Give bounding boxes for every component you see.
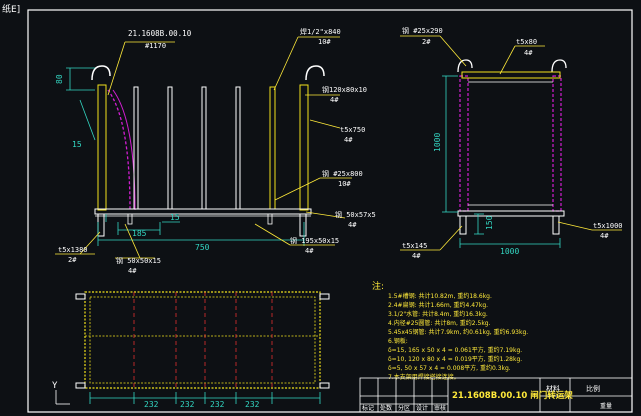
note-line-6: 6.钢板:: [388, 337, 408, 345]
side-dim-150: 150: [485, 215, 494, 230]
side-right-hook: [551, 59, 567, 73]
note-line-1: 1.5#槽钢: 共计10.82m, 重约18.6kg.: [388, 292, 492, 300]
side-label-top: 钢 #25x290: [402, 26, 443, 35]
side-label-right-top-qty: 4#: [524, 49, 533, 57]
front-base-beam: [94, 208, 312, 215]
pipe-side-label: t5x750: [340, 126, 365, 134]
corner-label: 纸E]: [2, 3, 20, 15]
tube-top-label: 焊1/2"x840: [300, 27, 341, 36]
title-bottom-right: 重量: [600, 402, 612, 410]
side-left-post: [459, 75, 469, 212]
side-dim-1000-h: 1000: [500, 247, 519, 256]
dim-15: 15: [170, 213, 180, 222]
bar-bot-label: 钢 195x50x15: [290, 236, 339, 245]
side-view: 1000 1000 150 钢 #25x290 2# t5x80 4# t5x1…: [400, 26, 623, 260]
front-left-post: [97, 84, 107, 211]
front-view: 80 15 185 15 750 21.1608B.00.10 #1170 焊1…: [55, 27, 376, 275]
note-line-7: δ=15, 165 x 50 x 4 = 0.061平方, 重约7.19kg.: [388, 346, 522, 354]
top-outer-frame: [84, 291, 321, 389]
dim-80: 80: [55, 74, 64, 84]
rect-mid-qty: 10#: [338, 180, 351, 188]
front-left-sheet: [107, 89, 131, 211]
pipe-side-qty: 4#: [344, 136, 353, 144]
front-left-hook: [91, 65, 111, 81]
side-top-plate: [461, 71, 561, 79]
top-dim-2: 232: [180, 400, 195, 409]
side-label-top-qty: 2#: [422, 38, 431, 46]
title-row-label-5: 审核: [434, 404, 446, 412]
note-line-8: δ=10, 120 x 80 x 4 = 0.019平方, 重约1.28kg.: [388, 355, 522, 363]
title-row-label-3: 分区: [398, 404, 410, 412]
side-left-hook: [457, 59, 473, 73]
left-bot-label: t5x1380: [58, 246, 88, 254]
front-leaders: [55, 36, 352, 259]
angle-bot-label: 钢 50x57x5: [335, 210, 376, 219]
note-line-9: δ=5, 50 x 57 x 4 = 0.008平方, 重约0.3kg.: [388, 364, 511, 372]
title-col-scale: 比例: [586, 384, 600, 393]
title-row-label-1: 标记: [362, 404, 374, 412]
part-id-label: 21.1608B.00.10: [128, 29, 192, 38]
note-line-4: 4.内径#25圆管: 共计8m, 重约2.5kg.: [388, 319, 491, 327]
top-red-gridlines: [133, 292, 273, 388]
side-label-bottom-left-qty: 4#: [412, 252, 421, 260]
plate-top-label: 钢120x80x10: [322, 85, 367, 94]
axis-y-mark: Y: [52, 381, 58, 391]
side-dim-1000-v: 1000: [433, 133, 442, 152]
front-right-post: [299, 84, 309, 211]
top-dim-1: 232: [144, 400, 159, 409]
front-inner-tubes: [133, 86, 276, 210]
title-block: [359, 377, 633, 413]
drawing-border: [27, 9, 633, 413]
rect-mid-label: 钢 #25x800: [322, 169, 363, 178]
angle-bot-qty: 4#: [348, 221, 357, 229]
top-dim-4: 232: [245, 400, 260, 409]
note-line-10: 7.本支架用焊接搭接连接。: [388, 373, 460, 381]
part-qty-label: #1170: [145, 42, 166, 50]
left-angle-label: 钢 50x50x15: [116, 256, 161, 265]
note-line-3: 3.1/2"水管: 共计8.4m, 重约16.3kg.: [388, 310, 488, 318]
title-block-title: 21.1608B.00.10 闸门转运架: [452, 390, 573, 401]
side-label-bottom-left: t5x145: [402, 242, 427, 250]
left-angle-qty: 4#: [128, 267, 137, 275]
dim-15-left: 15: [72, 140, 82, 149]
front-left-sheet-2: [112, 89, 136, 211]
title-row-label-2: 处数: [380, 404, 392, 412]
plate-top-qty: 4#: [330, 96, 339, 104]
dim-750: 750: [195, 243, 210, 252]
side-label-bottom-right: t5x1000: [593, 222, 623, 230]
front-right-hook: [305, 65, 325, 81]
note-line-2: 2.4#扁钢: 共计1.66m, 重约4.47kg.: [388, 301, 488, 309]
side-label-right-top: t5x80: [516, 38, 537, 46]
note-line-5: 5.45x45钢管: 共计7.9km, 约0.61kg, 重约6.93kg.: [388, 328, 528, 336]
title-row-label-4: 设计: [416, 404, 428, 412]
tube-top-qty: 10#: [318, 38, 331, 46]
notes-heading: 注:: [372, 280, 384, 292]
left-bot-qty: 2#: [68, 256, 77, 264]
title-col-material: 材料: [546, 384, 560, 393]
front-right-foot: [299, 213, 307, 237]
top-view: 232 232 232 232 Y: [52, 291, 330, 409]
notes-block: 注: 1.5#槽钢: 共计10.82m, 重约18.6kg. 2.4#扁钢: 共…: [372, 280, 528, 381]
side-label-bottom-right-qty: 4#: [600, 232, 609, 240]
bar-bot-qty: 4#: [305, 247, 314, 255]
dim-185: 185: [132, 229, 147, 238]
side-base: [457, 210, 565, 217]
top-dim-3: 232: [210, 400, 225, 409]
side-right-post: [552, 75, 562, 212]
